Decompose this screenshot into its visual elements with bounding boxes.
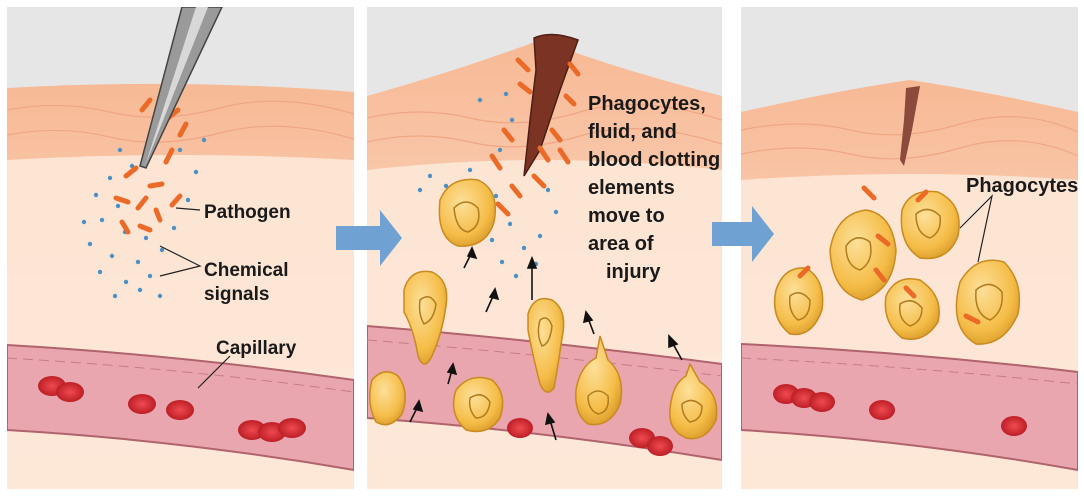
red-blood-cell-icon	[1001, 416, 1027, 436]
pathogen-label: Pathogen	[204, 202, 291, 223]
capillary-label: Capillary	[216, 338, 297, 359]
migration-label-line3: blood clotting	[588, 149, 720, 171]
phagocytes-label: Phagocytes	[966, 175, 1078, 197]
panel-migration: Phagocytes, fluid, and blood clotting el…	[367, 7, 722, 489]
panel-divider	[722, 0, 741, 496]
migration-label-line4: elements	[588, 177, 675, 199]
panel-injury: Pathogen Chemical signals Capillary	[7, 7, 354, 489]
red-blood-cell-icon	[809, 392, 835, 412]
chemical-signals-label-line2: signals	[204, 284, 269, 305]
red-blood-cell-icon	[647, 436, 673, 456]
migration-label-line5: move to	[588, 205, 665, 227]
red-blood-cell-icon	[507, 418, 533, 438]
migration-label-line2: fluid, and	[588, 121, 677, 143]
chemical-signals-label-line1: Chemical	[204, 260, 288, 281]
migration-label-line1: Phagocytes,	[588, 93, 706, 115]
migration-label-line7: injury	[606, 261, 661, 283]
red-blood-cell-icon	[278, 418, 306, 438]
panel-phagocytosis: Phagocytes	[741, 7, 1078, 489]
red-blood-cell-icon	[56, 382, 84, 402]
migration-label-line6: area of	[588, 233, 654, 255]
red-blood-cell-icon	[166, 400, 194, 420]
red-blood-cell-icon	[128, 394, 156, 414]
red-blood-cell-icon	[869, 400, 895, 420]
